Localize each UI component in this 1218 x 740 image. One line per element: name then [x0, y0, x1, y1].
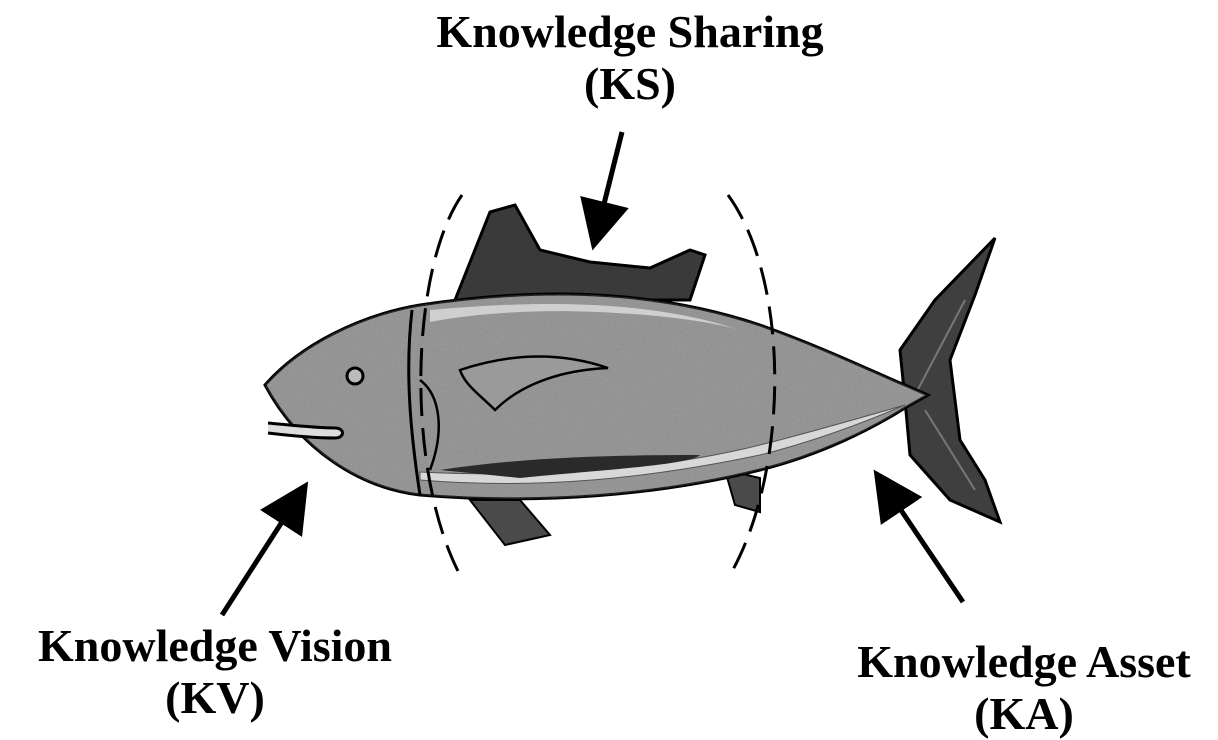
knowledge-vision-label: Knowledge Vision (KV)	[0, 620, 430, 723]
fish-eye	[347, 368, 363, 384]
knowledge-sharing-label: Knowledge Sharing (KS)	[400, 6, 860, 109]
knowledge-asset-abbr: (KA)	[830, 688, 1218, 740]
knowledge-asset-name: Knowledge Asset	[830, 636, 1218, 688]
knowledge-vision-name: Knowledge Vision	[0, 620, 430, 672]
knowledge-vision-abbr: (KV)	[0, 672, 430, 724]
knowledge-asset-label: Knowledge Asset (KA)	[830, 636, 1218, 739]
arrow-ks	[596, 132, 622, 236]
knowledge-sharing-name: Knowledge Sharing	[400, 6, 860, 58]
tail-fin	[900, 238, 1000, 522]
dorsal-fin	[455, 205, 705, 300]
pelvic-fin	[470, 500, 550, 545]
arrow-kv	[222, 494, 300, 615]
knowledge-sharing-abbr: (KS)	[400, 58, 860, 110]
